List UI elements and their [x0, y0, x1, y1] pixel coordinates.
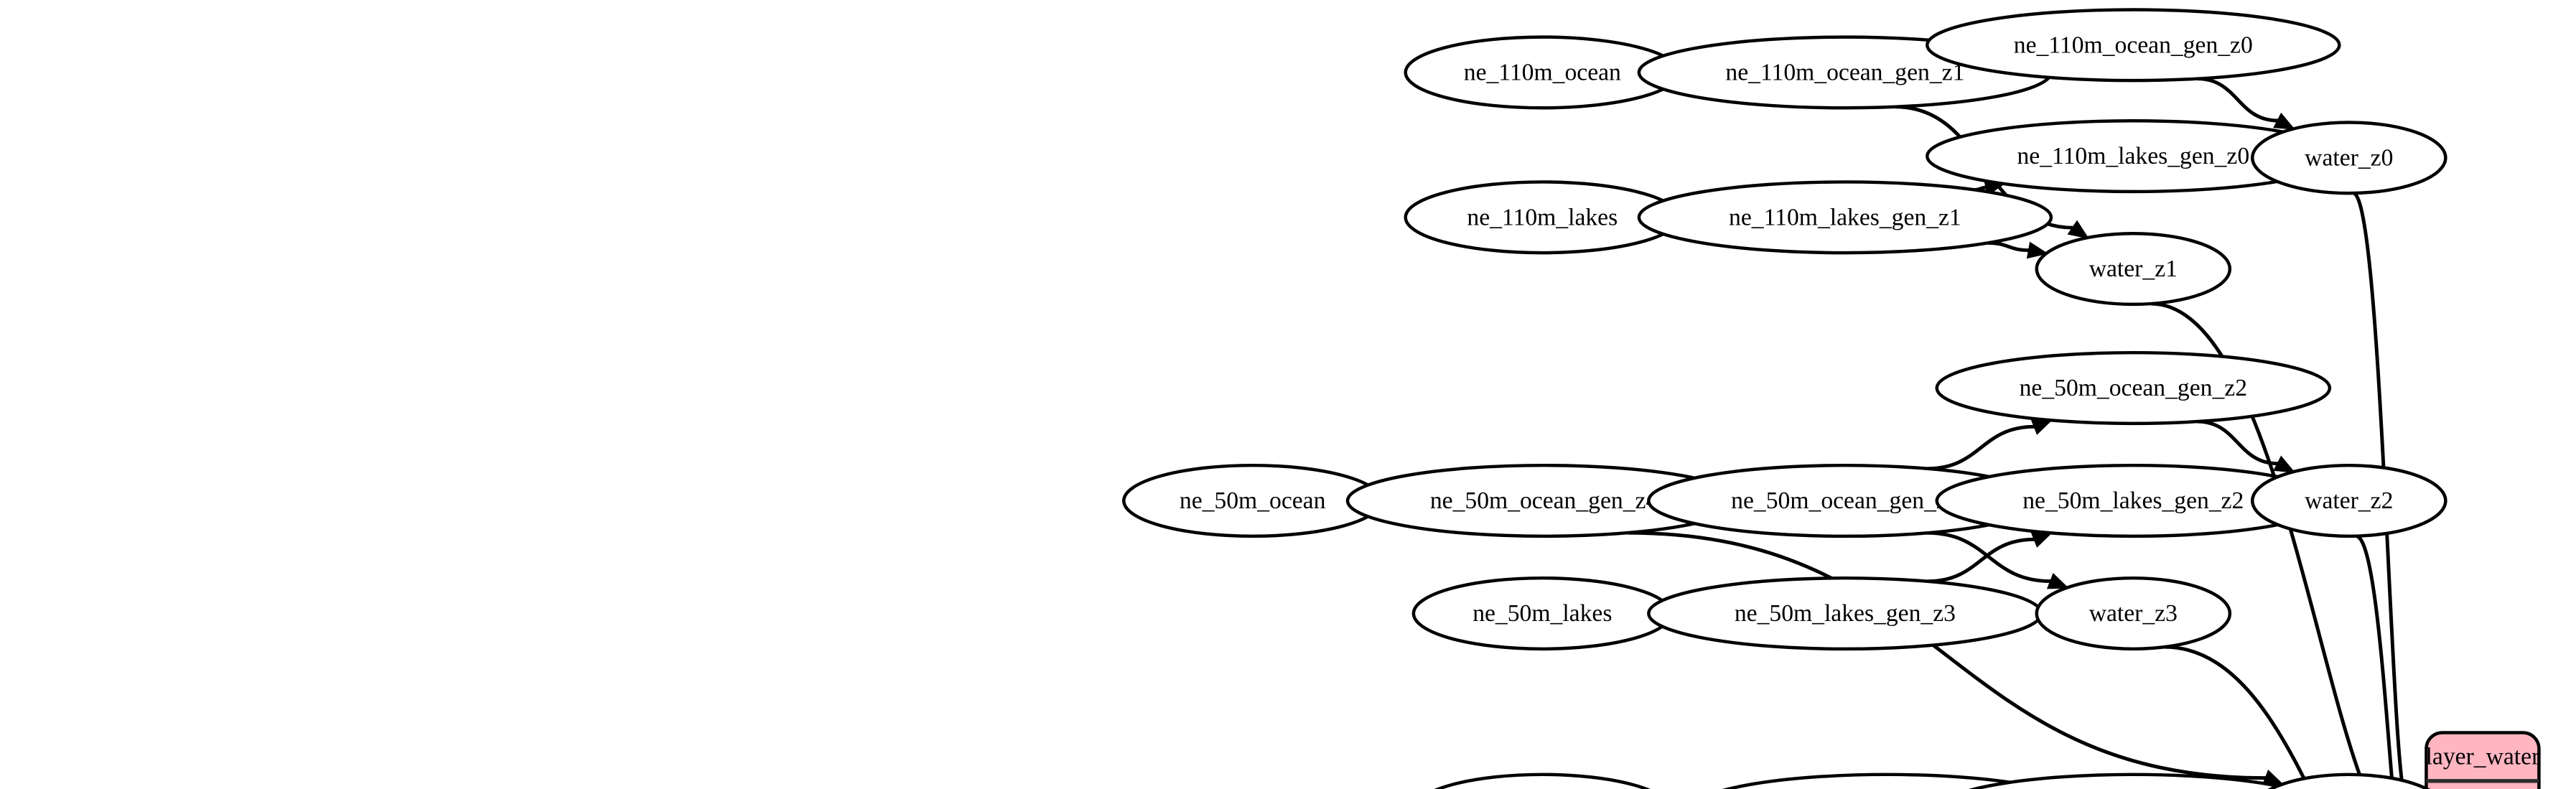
edge-arrowhead	[2273, 455, 2296, 473]
node-ne_110m_lakes[interactable]: ne_110m_lakes	[1404, 180, 1681, 255]
edge-arrowhead	[2273, 112, 2296, 130]
edge-water_z2-to-record-row-z2	[2355, 534, 2395, 789]
edge-water_z1-to-record-row-z1	[2151, 302, 2367, 789]
node-ne_110m_ocean_gen_z0[interactable]: ne_110m_ocean_gen_z0	[1926, 8, 2341, 83]
node-shape	[1926, 8, 2341, 83]
node-shape	[2251, 121, 2447, 195]
node-label-ne_50m_ocean_gen_z4: ne_50m_ocean_gen_z4	[1430, 487, 1658, 514]
node-label-ne_50m_ocean: ne_50m_ocean	[1180, 487, 1326, 514]
node-label-ne_50m_ocean_gen_z3: ne_50m_ocean_gen_z3	[1731, 487, 1959, 514]
node-shape	[2267, 772, 2431, 789]
edge-arrowhead	[2026, 241, 2049, 259]
edge-arrowhead	[2030, 531, 2053, 548]
node-ne_10m_lakes[interactable]: ne_10m_lakes	[1414, 772, 1671, 789]
layer-water-record[interactable]: layer_waterz0z1z2z3z4z5z6z7z8z9z10z11z12…	[2425, 731, 2541, 789]
node-shape	[1722, 772, 2052, 789]
record-header-label: layer_water	[2426, 744, 2540, 770]
node-water_z4[interactable]: water_z4	[2252, 772, 2445, 789]
node-label-water_z3: water_z3	[2089, 600, 2178, 627]
node-label-ne_110m_ocean: ne_110m_ocean	[1464, 59, 1621, 85]
node-shape	[2035, 231, 2232, 307]
node-label-ne_50m_lakes_gen_z2: ne_50m_lakes_gen_z2	[2022, 487, 2244, 514]
node-ne_50m_lakes[interactable]: ne_50m_lakes	[1411, 576, 1673, 651]
node-water_z1[interactable]: water_z1	[2035, 231, 2232, 307]
node-shape	[2251, 463, 2447, 538]
node-label-ne_110m_ocean_gen_z0: ne_110m_ocean_gen_z0	[2014, 32, 2253, 58]
node-ne_10m_lakes_gen_z4[interactable]: ne_10m_lakes_gen_z4	[1937, 772, 2330, 789]
node-ne_50m_ocean_gen_z2[interactable]: ne_50m_ocean_gen_z2	[1935, 350, 2332, 426]
node-label-water_z2: water_z2	[2305, 487, 2393, 514]
node-ne_50m_ocean_gen_z3[interactable]: ne_50m_ocean_gen_z3	[1647, 463, 2043, 538]
edge-ne_110m_ocean_gen_z0-to-water_z0	[2197, 77, 2278, 123]
node-water_z3[interactable]: water_z3	[2035, 576, 2232, 651]
node-ne_110m_lakes_gen_z1[interactable]: ne_110m_lakes_gen_z1	[1637, 180, 2053, 255]
edge-arrowhead	[2046, 572, 2069, 589]
node-ne_50m_lakes_gen_z2[interactable]: ne_50m_lakes_gen_z2	[1935, 463, 2332, 538]
edge-ne_50m_ocean_gen_z4-to-water_z4	[1627, 531, 2266, 780]
node-label-ne_110m_ocean_gen_z1: ne_110m_ocean_gen_z1	[1725, 59, 1964, 85]
record-background	[2425, 731, 2541, 789]
edge-arrowhead	[2067, 220, 2089, 239]
edge-ne_50m_ocean_gen_z2-to-water_z2	[2197, 419, 2278, 466]
edge-ne_50m_ocean_gen_z3-to-water_z3	[1927, 531, 2051, 584]
edge-ne_50m_lakes_gen_z3-to-ne_50m_lakes_gen_z2	[1927, 537, 2035, 584]
nodes-layer: imposm3osm_water_polygonosm_ocean_polygo…	[1122, 8, 2447, 789]
node-ne_50m_lakes_gen_z3[interactable]: ne_50m_lakes_gen_z3	[1647, 576, 2043, 651]
node-ne_50m_ocean[interactable]: ne_50m_ocean	[1122, 463, 1383, 538]
node-label-water_z0: water_z0	[2305, 144, 2393, 171]
node-shape	[1637, 180, 2053, 255]
edge-ne_50m_ocean_gen_z3-to-ne_50m_ocean_gen_z2	[1927, 424, 2035, 471]
edge-arrowhead	[2030, 419, 2053, 435]
node-shape	[1968, 772, 2298, 789]
node-shape	[1935, 350, 2332, 426]
node-shape	[1434, 772, 1651, 789]
node-water_z2[interactable]: water_z2	[2251, 463, 2447, 538]
node-label-ne_50m_lakes: ne_50m_lakes	[1473, 600, 1612, 627]
node-shape	[2035, 576, 2232, 651]
edge-water_z3-to-record-row-z3	[2164, 645, 2312, 789]
node-label-ne_50m_ocean_gen_z2: ne_50m_ocean_gen_z2	[2020, 375, 2247, 401]
node-label-water_z1: water_z1	[2089, 256, 2178, 282]
node-ne_110m_lakes_gen_z0[interactable]: ne_110m_lakes_gen_z0	[1926, 118, 2341, 194]
node-label-ne_110m_lakes: ne_110m_lakes	[1467, 204, 1618, 230]
node-label-ne_110m_lakes_gen_z0: ne_110m_lakes_gen_z0	[2017, 143, 2249, 169]
node-label-ne_110m_lakes_gen_z1: ne_110m_lakes_gen_z1	[1729, 204, 1961, 230]
node-ne_10m_lakes_gen_z5[interactable]: ne_10m_lakes_gen_z5	[1691, 772, 2083, 789]
node-label-ne_50m_lakes_gen_z3: ne_50m_lakes_gen_z3	[1735, 600, 1956, 627]
node-water_z0[interactable]: water_z0	[2251, 121, 2447, 195]
edge-ne_110m_lakes_gen_z1-to-water_z1	[1987, 241, 2030, 253]
